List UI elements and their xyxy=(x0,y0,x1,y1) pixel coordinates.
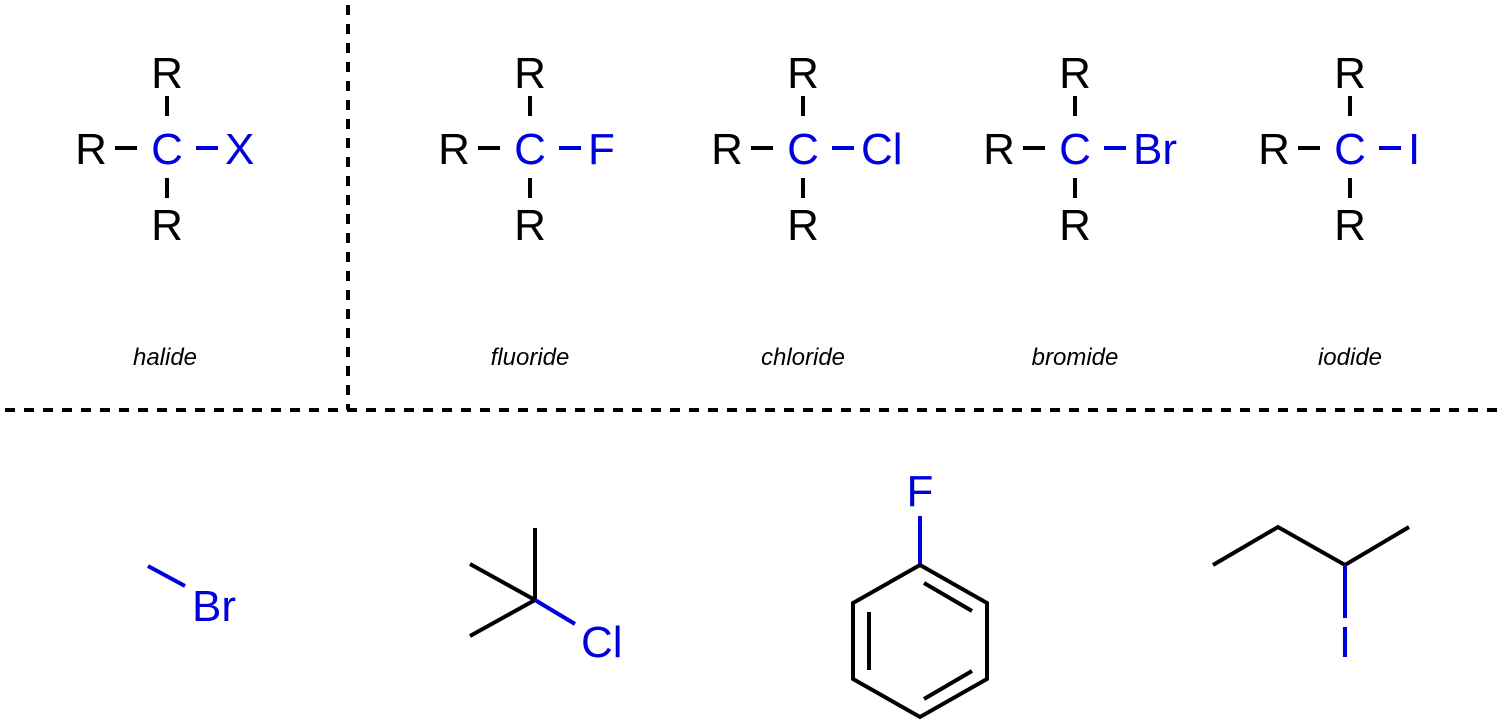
caption: bromide xyxy=(1032,344,1119,371)
r-bottom: R xyxy=(151,201,183,250)
center-carbon: C xyxy=(787,125,819,174)
center-carbon: C xyxy=(1334,125,1366,174)
halogen-label: Br xyxy=(1133,125,1177,174)
caption: iodide xyxy=(1318,344,1382,371)
bond-c-cl xyxy=(533,598,577,626)
r-bottom: R xyxy=(514,201,546,250)
bromide-structure: R R C Br R bromide xyxy=(983,49,1177,371)
r-left: R xyxy=(983,125,1015,174)
r-top: R xyxy=(1059,49,1091,98)
halogen-label: X xyxy=(225,125,254,174)
carbon-chain xyxy=(1211,524,1411,568)
r-bottom: R xyxy=(1334,201,1366,250)
center-carbon: C xyxy=(151,125,183,174)
example-tert-butyl-chloride: Cl xyxy=(469,528,623,667)
halogen-label: F xyxy=(588,125,615,174)
chloride-structure: R R C Cl R chloride xyxy=(711,49,902,371)
ring-double-bond-3 xyxy=(922,669,974,701)
ring-double-bond-1 xyxy=(922,581,974,613)
example-methyl-bromide: Br xyxy=(147,564,236,631)
iodine-label: I xyxy=(1339,618,1351,667)
caption: chloride xyxy=(761,344,845,371)
general-halide-structure: R R C X R halide xyxy=(75,49,254,371)
example-2-iodobutane: I xyxy=(1211,524,1411,667)
caption: fluoride xyxy=(491,344,570,371)
r-top: R xyxy=(514,49,546,98)
caption: halide xyxy=(133,344,197,371)
iodide-structure: R R C I R iodide xyxy=(1258,49,1420,371)
r-left: R xyxy=(1258,125,1290,174)
chlorine-label: Cl xyxy=(581,618,623,667)
r-bottom: R xyxy=(1059,201,1091,250)
r-top: R xyxy=(1334,49,1366,98)
bond-methyl-left-top xyxy=(469,562,536,602)
halogen-label: I xyxy=(1408,125,1420,174)
fluorine-label: F xyxy=(907,467,934,516)
bond-methyl-left-bottom xyxy=(469,598,536,638)
center-carbon: C xyxy=(514,125,546,174)
r-bottom: R xyxy=(787,201,819,250)
r-top: R xyxy=(787,49,819,98)
fluoride-structure: R R C F R fluoride xyxy=(438,49,615,371)
halogen-label: Cl xyxy=(861,125,903,174)
r-left: R xyxy=(75,125,107,174)
r-top: R xyxy=(151,49,183,98)
r-left: R xyxy=(711,125,743,174)
benzene-ring xyxy=(851,562,989,720)
center-carbon: C xyxy=(1059,125,1091,174)
bond-c-br xyxy=(147,564,186,588)
example-fluorobenzene: F xyxy=(851,467,989,720)
r-left: R xyxy=(438,125,470,174)
bromine-label: Br xyxy=(192,582,236,631)
